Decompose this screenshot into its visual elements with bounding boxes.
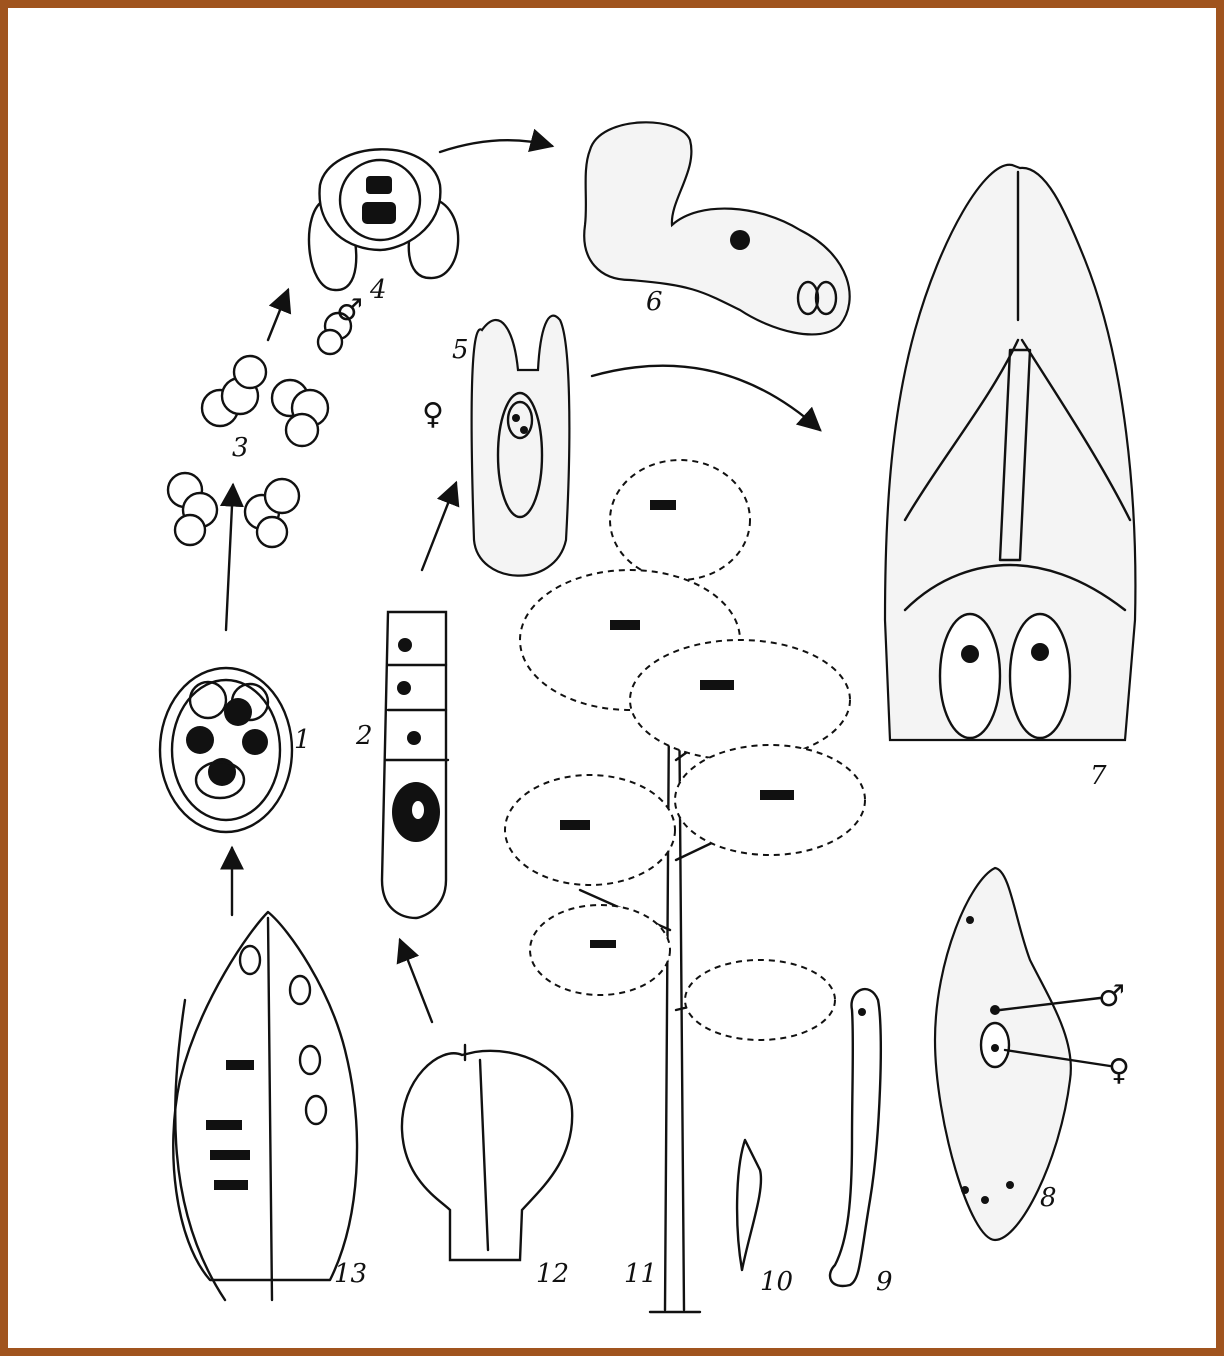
label-7: 7 — [1090, 761, 1107, 791]
female-symbol-8: ♀ — [1108, 1053, 1130, 1088]
arrow-2-to-5 — [422, 483, 456, 570]
ovule-with-archegonium — [472, 316, 570, 576]
tetrad-cell — [160, 668, 292, 832]
label-8: 8 — [1040, 1183, 1057, 1213]
male-symbol-8: ♂ — [1098, 979, 1125, 1014]
label-2: 2 — [355, 721, 373, 751]
germinating-pollen-tube — [584, 122, 849, 334]
male-cone-section — [173, 912, 357, 1300]
label-10: 10 — [760, 1267, 793, 1297]
arrow-1-to-3 — [226, 485, 233, 630]
arrow-5-to-7 — [592, 366, 820, 430]
female-symbol-5: ♀ — [422, 397, 444, 432]
label-3: 3 — [232, 433, 249, 463]
male-symbol-4: ♂ — [336, 293, 363, 328]
label-6: 6 — [646, 287, 663, 317]
arrow-3-to-4 — [268, 290, 288, 340]
megaspore-column — [382, 612, 448, 918]
seed-embryo — [830, 989, 881, 1286]
winged-seed — [737, 1140, 761, 1270]
label-1: 1 — [294, 725, 311, 755]
label-9: 9 — [876, 1267, 893, 1297]
ovule-longitudinal-section — [885, 165, 1135, 740]
pine-tree — [505, 460, 865, 1312]
arrow-12-to-2 — [400, 940, 432, 1022]
arrow-4-to-6 — [440, 140, 552, 152]
label-4: 4 — [369, 275, 387, 305]
winged-pollen-grain — [309, 149, 458, 354]
label-12: 12 — [536, 1259, 569, 1289]
fertilization-egg-cell — [935, 868, 1110, 1240]
cone-scale — [402, 1045, 572, 1260]
label-13: 13 — [334, 1259, 367, 1289]
label-5: 5 — [452, 335, 469, 365]
label-11: 11 — [624, 1259, 657, 1289]
